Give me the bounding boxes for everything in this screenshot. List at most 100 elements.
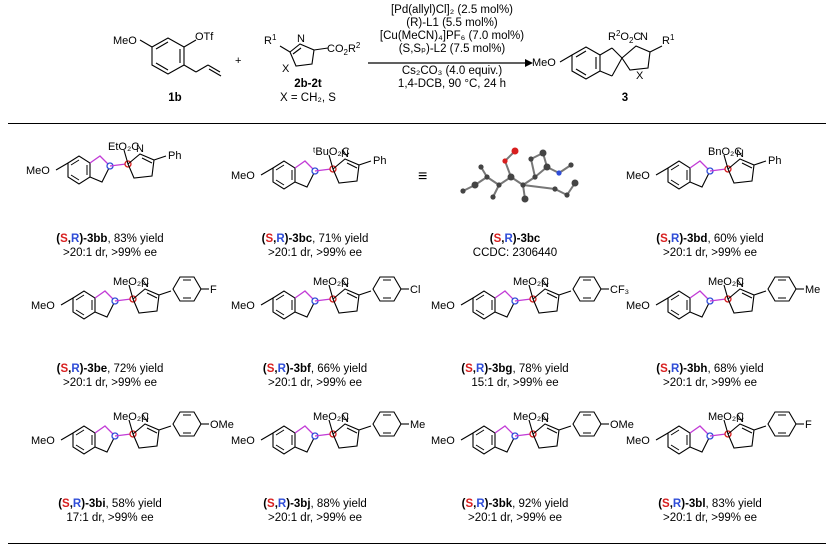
crystal-atom — [532, 174, 538, 180]
product-meo: MeO — [532, 57, 556, 69]
stereo-r: R — [277, 498, 287, 510]
compound-id: -3be — [83, 363, 108, 375]
compound-detail: >20:1 dr, >99% ee — [63, 247, 157, 259]
stereo-s: S — [660, 363, 668, 375]
compound-detail: 15:1 dr, >99% ee — [471, 377, 559, 389]
stereo-close: ) — [512, 233, 517, 245]
stereo-open: ( — [489, 233, 494, 245]
stereo-r: R — [672, 498, 682, 510]
stereo-comma: , — [472, 363, 476, 375]
stereo-s: S — [660, 233, 668, 245]
compound-id: -3bh — [683, 363, 708, 375]
stereo-open: ( — [58, 498, 63, 510]
stereo-comma: , — [473, 498, 477, 510]
crystal-atom — [490, 194, 496, 200]
reactant-2-structure — [279, 43, 329, 67]
compound-yield: , 58% yield — [105, 498, 162, 510]
aryl-group: Ph — [373, 155, 386, 167]
compound-id: -3bc — [516, 233, 541, 245]
stereo-r: R — [276, 233, 285, 245]
compound-id: -3bg — [488, 363, 513, 375]
reactant1-meo: MeO — [113, 35, 137, 47]
reactant2-co2r: CO2R2 — [327, 41, 361, 57]
meo-group: MeO — [626, 170, 650, 182]
condition-line: (S,Sₚ)-L2 (7.5 mol%) — [398, 43, 506, 55]
stereo-s: S — [267, 498, 275, 510]
meo-group: MeO — [231, 300, 255, 312]
crystal-atom — [521, 195, 529, 203]
product-x: X — [636, 70, 644, 82]
stereo-comma: , — [501, 233, 505, 245]
compound-detail: CCDC: 2306440 — [472, 247, 558, 259]
reactant2-r: R1 — [264, 33, 277, 47]
crystal-atom — [484, 174, 490, 180]
stereo-comma: , — [667, 233, 671, 245]
crystal-atom — [539, 149, 547, 157]
compound-id: -3bc — [288, 233, 313, 245]
stereo-s: S — [662, 498, 670, 510]
stereo-open: ( — [262, 363, 267, 375]
stereo-r: R — [71, 363, 80, 375]
stereo-close: ) — [284, 233, 289, 245]
compound-id: -3bl — [685, 498, 706, 510]
stereo-open: ( — [658, 498, 663, 510]
compound-label: (S,R)-3bd, 60% yield>20:1 dr, >99% ee — [630, 232, 790, 260]
aryl-substituent: Me — [805, 284, 820, 296]
imine-n: N — [541, 413, 549, 425]
compound-detail: >20:1 dr, >99% ee — [268, 247, 362, 259]
compound-id: -3bj — [290, 498, 311, 510]
ester-group: MeO₂C — [513, 411, 549, 423]
aryl-substituent: Cl — [410, 284, 420, 296]
compound-id: -3bi — [85, 498, 106, 510]
equivalence-sign: ≡ — [418, 168, 427, 185]
stereo-r: R — [277, 363, 286, 375]
compound-label: (S,R)-3bk, 92% yield>20:1 dr, >99% ee — [435, 497, 595, 525]
stereo-r: R — [504, 233, 513, 245]
imine-n: N — [541, 278, 549, 290]
imine-n: N — [341, 148, 349, 160]
compound-yield: , 83% yield — [107, 233, 164, 245]
crystal-atom — [564, 192, 570, 198]
reactant2-n: N — [297, 33, 305, 45]
ester-group: MeO₂C — [113, 276, 149, 288]
meo-group: MeO — [231, 170, 255, 182]
product-3-structure — [559, 45, 663, 80]
meo-group: MeO — [431, 435, 455, 447]
stereo-r: R — [671, 233, 680, 245]
stereo-open: ( — [56, 233, 61, 245]
imine-n: N — [736, 148, 744, 160]
product-label: 3 — [621, 92, 629, 104]
aryl-substituent: F — [805, 419, 812, 431]
aryl-group: Ph — [168, 150, 181, 162]
compound-detail: >20:1 dr, >99% ee — [468, 512, 562, 524]
compound-label: (S,R)-3bf, 66% yield>20:1 dr, >99% ee — [235, 362, 395, 390]
ester-group: MeO₂C — [313, 276, 349, 288]
meo-group: MeO — [626, 300, 650, 312]
aryl-substituent: F — [210, 284, 217, 296]
crystal-atom — [502, 158, 508, 164]
crystal-atom — [460, 188, 466, 194]
crystal-atom — [568, 162, 574, 168]
stereo-r: R — [476, 363, 485, 375]
product-n: N — [640, 31, 648, 43]
stereo-r: R — [72, 498, 82, 510]
condition-line: 1,4-DCB, 90 °C, 24 h — [397, 78, 507, 90]
condition-line: [Cu(MeCN)₄]PF₆ (7.0 mol%) — [379, 30, 525, 42]
ester-group: MeO₂C — [708, 276, 744, 288]
stereo-open: ( — [461, 363, 466, 375]
stereo-close: ) — [79, 233, 84, 245]
compound-detail: >20:1 dr, >99% ee — [663, 247, 757, 259]
ester-group: EtO₂C — [108, 141, 139, 153]
stereo-comma: , — [68, 363, 72, 375]
stereo-close: ) — [484, 363, 489, 375]
condition-line: Cs₂CO₃ (4.0 equiv.) — [401, 65, 503, 77]
imine-n: N — [341, 413, 349, 425]
stereo-s: S — [60, 233, 68, 245]
crystal-atom — [496, 182, 502, 188]
crystal-bond — [522, 184, 556, 190]
compound-id: -3bf — [289, 363, 311, 375]
stereo-s: S — [266, 363, 275, 375]
